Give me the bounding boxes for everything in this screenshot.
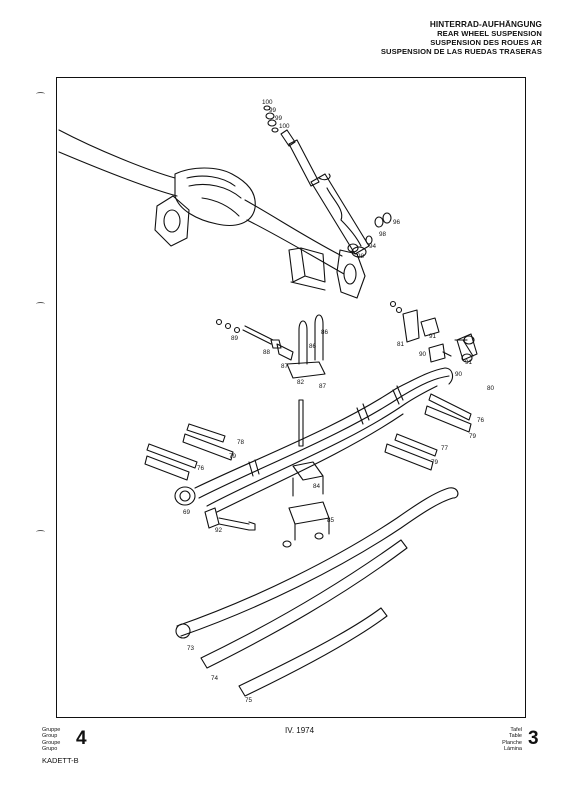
callout-label: 99 bbox=[275, 115, 283, 122]
callout-label: 90 bbox=[419, 351, 427, 358]
callout-label: 75 bbox=[245, 697, 253, 704]
edition-date: IV. 1974 bbox=[285, 726, 315, 735]
group-label-de: Gruppe bbox=[42, 727, 61, 733]
callout-label: 79 bbox=[469, 433, 477, 440]
callout-label: 96 bbox=[393, 219, 401, 226]
callout-label: 94 bbox=[369, 243, 377, 250]
callout-label: 78 bbox=[237, 439, 245, 446]
exploded-view-drawing: 100 99 99 100 96 98 94 98 89 88 86 86 87… bbox=[58, 99, 495, 704]
title-german: HINTERRAD-AUFHÄNGUNG bbox=[429, 20, 542, 29]
page-header: HINTERRAD-AUFHÄNGUNG REAR WHEEL SUSPENSI… bbox=[381, 20, 542, 56]
callout-label: 89 bbox=[231, 335, 239, 342]
callout-label: 73 bbox=[187, 645, 195, 652]
callout-label: 76 bbox=[477, 417, 485, 424]
punch-hole-mark bbox=[36, 302, 45, 306]
model-name: KADETT-B bbox=[42, 756, 79, 765]
plate-number: 3 bbox=[528, 728, 539, 749]
punch-hole-mark bbox=[36, 530, 45, 534]
callout-label: 100 bbox=[279, 123, 290, 130]
callout-label: 79 bbox=[229, 453, 237, 460]
group-label-es: Grupo bbox=[42, 745, 58, 752]
callout-label: 86 bbox=[321, 329, 329, 336]
part-labels: 100 99 99 100 96 98 94 98 89 88 86 86 87… bbox=[183, 99, 495, 704]
callout-label: 99 bbox=[269, 107, 277, 114]
callout-label: 88 bbox=[263, 349, 271, 356]
callout-label: 90 bbox=[455, 371, 463, 378]
plate-label-en: Table bbox=[508, 733, 522, 740]
callout-label: 98 bbox=[379, 231, 387, 238]
title-english: REAR WHEEL SUSPENSION bbox=[437, 29, 542, 38]
title-french: SUSPENSION DES ROUES AR bbox=[430, 38, 542, 47]
callout-label: 100 bbox=[262, 99, 273, 106]
group-number: 4 bbox=[76, 728, 87, 749]
punch-hole-mark bbox=[36, 92, 45, 96]
callout-label: 91 bbox=[465, 359, 473, 366]
callout-label: 84 bbox=[313, 483, 321, 490]
callout-label: 77 bbox=[441, 445, 449, 452]
diagram-frame: 100 99 99 100 96 98 94 98 89 88 86 86 87… bbox=[56, 77, 526, 718]
callout-label: 82 bbox=[297, 379, 305, 386]
group-label-fr: Groupe bbox=[42, 739, 61, 746]
plate-label-fr: Planche bbox=[502, 739, 522, 746]
callout-label: 85 bbox=[327, 517, 335, 524]
callout-label: 79 bbox=[431, 459, 439, 466]
plate-label-de: Tafel bbox=[510, 727, 522, 733]
callout-label: 69 bbox=[183, 509, 191, 516]
callout-label: 86 bbox=[309, 343, 317, 350]
plate-label-es: Lámina bbox=[503, 745, 522, 752]
callout-label: 80 bbox=[487, 385, 495, 392]
group-labels: Gruppe Group Groupe Grupo bbox=[42, 727, 60, 752]
callout-label: 87 bbox=[319, 383, 327, 390]
callout-label: 74 bbox=[211, 675, 219, 682]
callout-label: 87 bbox=[281, 363, 289, 370]
callout-label: 92 bbox=[215, 527, 223, 534]
group-label-en: Group bbox=[42, 733, 58, 740]
callout-label: 81 bbox=[397, 341, 405, 348]
callout-label: 91 bbox=[429, 333, 437, 340]
callout-label: 76 bbox=[197, 465, 205, 472]
title-spanish: SUSPENSION DE LAS RUEDAS TRASERAS bbox=[380, 47, 542, 56]
callout-label: 98 bbox=[357, 253, 365, 260]
plate-labels: Tafel Table Planche Lámina bbox=[502, 727, 522, 752]
